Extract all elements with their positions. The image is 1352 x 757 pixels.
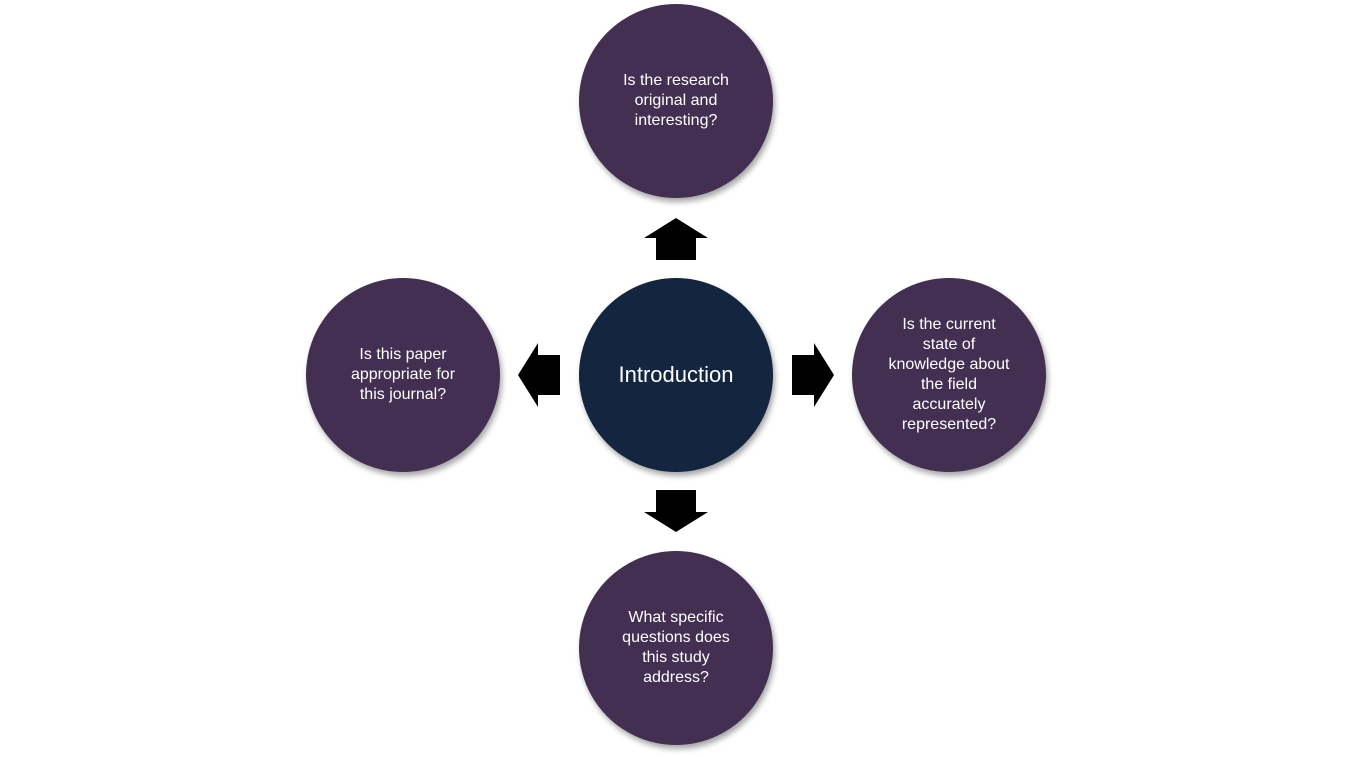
node-right-label: Is the current state of knowledge about … <box>888 316 1010 433</box>
node-bottom-label: What specific questions does this study … <box>622 609 730 686</box>
node-left: Is this paper appropriate for this journ… <box>306 278 500 472</box>
arrow-up-icon <box>644 218 708 260</box>
node-bottom: What specific questions does this study … <box>579 551 773 745</box>
arrow-right-icon <box>792 343 834 407</box>
node-top: Is the research original and interesting… <box>579 4 773 198</box>
node-right: Is the current state of knowledge about … <box>852 278 1046 472</box>
node-top-label: Is the research original and interesting… <box>623 72 729 129</box>
node-center-label: Introduction <box>618 362 734 387</box>
node-center: Introduction <box>579 278 773 472</box>
arrow-left-icon <box>518 343 560 407</box>
arrow-down-icon <box>644 490 708 532</box>
node-left-label: Is this paper appropriate for this journ… <box>350 346 456 403</box>
